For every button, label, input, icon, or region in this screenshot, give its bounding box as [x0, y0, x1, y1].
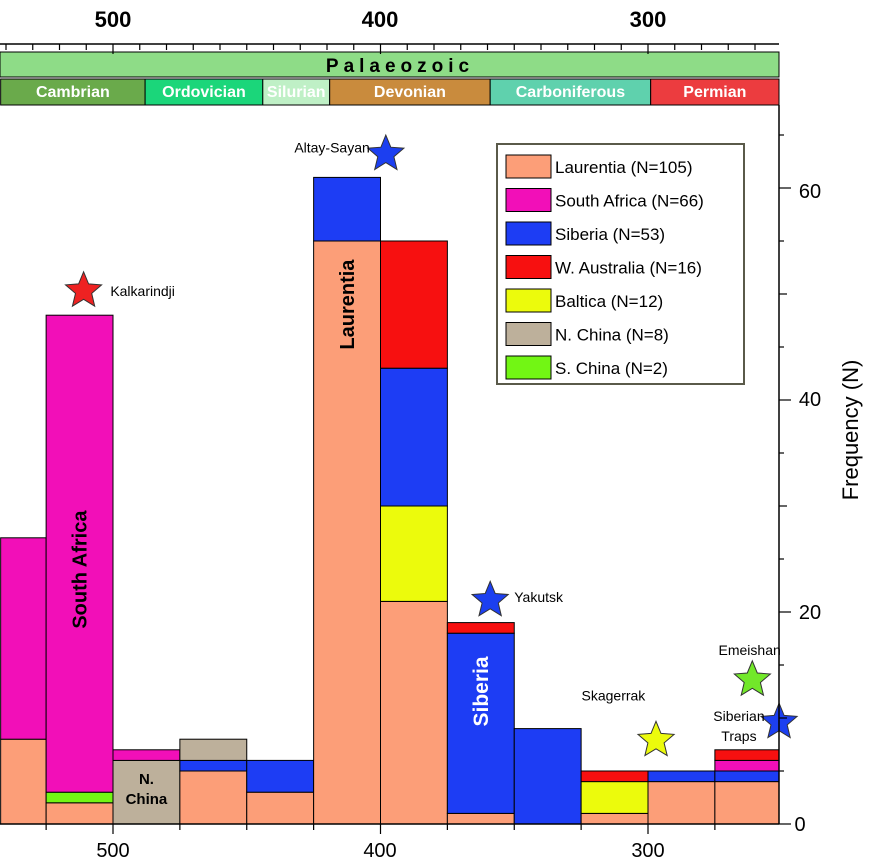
- bar-segment-bin3-laurentia: [179, 770, 248, 825]
- bar-label-n-china: N.China: [126, 771, 168, 808]
- legend-label-south-africa: South Africa (N=66): [555, 192, 704, 211]
- bar-segment-bin7-w-australia: [446, 622, 515, 634]
- bar-segment-bin0-laurentia: [0, 738, 47, 825]
- period-permian: [650, 78, 780, 106]
- bottom-tick-label-400: 400: [363, 840, 396, 862]
- bar-segment-bin5-siberia: [313, 176, 381, 242]
- period-label-silurian: Silurian: [267, 84, 326, 101]
- period-cambrian: [0, 78, 146, 106]
- star-icon-kalkarindji: [64, 270, 103, 308]
- annotation-label-traps: Traps: [721, 728, 756, 744]
- bottom-axis: 500 400 300: [45, 824, 716, 862]
- bar-segment-bin11-south-africa: [714, 759, 780, 772]
- bar-label-laurentia: Laurentia: [337, 259, 359, 350]
- top-tick-label-400: 400: [362, 7, 399, 32]
- bar-segment-bin6-w-australia: [380, 240, 448, 369]
- top-axis: 500 400 300: [0, 7, 779, 54]
- bar-segment-bin1-s-china: [45, 791, 114, 804]
- annotation-label-emeishan: Emeishan: [719, 642, 781, 658]
- bar-segment-bin4-siberia: [246, 759, 315, 793]
- era-band: Palaeozoic: [0, 51, 780, 78]
- bar-segment-bin2-south-africa: [112, 749, 181, 761]
- bottom-tick-label-300: 300: [631, 840, 664, 862]
- bar-segment-bin0-south-africa: [0, 537, 47, 740]
- annotation-label-skagerrak: Skagerrak: [582, 688, 647, 704]
- bar-label-siberia: Siberia: [470, 656, 493, 726]
- legend-label-baltica: Baltica (N=12): [555, 292, 663, 311]
- star-icon-altay-sayan: [366, 133, 406, 171]
- legend-swatch-laurentia: [505, 154, 552, 179]
- right-axis: 0 20 40 60 Frequency (N): [779, 134, 863, 836]
- bar-segment-bin5-laurentia: [313, 240, 381, 825]
- legend: Laurentia (N=105) South Africa (N=66) Sibe…: [496, 143, 745, 385]
- bar-segment-bin6-siberia: [380, 367, 448, 507]
- annotation-label-yakutsk: Yakutsk: [514, 589, 564, 605]
- period-carboniferous: [489, 78, 652, 106]
- period-band: Cambrian Ordovician Silurian Devonian Carbon…: [0, 78, 780, 106]
- legend-swatch-south-africa: [505, 188, 552, 212]
- bar-segment-bin3-siberia: [179, 759, 248, 772]
- period-ordovician: [144, 78, 264, 106]
- bar-segment-bin11-siberia: [714, 770, 780, 783]
- star-icon-emeishan: [733, 659, 772, 697]
- bar-segment-bin3-n-china: [179, 738, 248, 761]
- period-silurian: [262, 78, 331, 106]
- bars: [0, 176, 780, 825]
- legend-label-n-china: N. China (N=8): [555, 326, 669, 345]
- legend-swatch-siberia: [505, 221, 552, 246]
- period-label-cambrian: Cambrian: [36, 84, 110, 101]
- bar-segment-bin10-laurentia: [647, 781, 716, 825]
- bar-label-south-africa: South Africa: [70, 510, 92, 629]
- annotation-label-kalkarindji: Kalkarindji: [110, 283, 175, 299]
- period-label-ordovician: Ordovician: [162, 84, 246, 101]
- annotation-label-siberian: Siberian: [713, 708, 764, 724]
- legend-swatch-s-china: [505, 355, 552, 380]
- star-icon-skagerrak: [636, 719, 676, 757]
- legend-swatch-baltica: [505, 288, 552, 313]
- bar-segment-bin11-w-australia: [714, 749, 780, 761]
- bar-segment-bin6-laurentia: [380, 600, 448, 825]
- legend-swatch-w-australia: [505, 255, 552, 279]
- legend-swatch-n-china: [505, 322, 552, 346]
- legend-label-laurentia: Laurentia (N=105): [555, 158, 693, 177]
- legend-label-w-australia: W. Australia (N=16): [555, 259, 702, 278]
- period-label-permian: Permian: [683, 84, 746, 101]
- y-tick-label-0: 0: [794, 814, 805, 836]
- bar-segment-bin1-south-africa: [45, 314, 114, 793]
- bar-segment-bin9-baltica: [580, 781, 649, 814]
- legend-label-siberia: Siberia (N=53): [555, 225, 665, 244]
- bar-segment-bin4-laurentia: [246, 791, 315, 825]
- period-label-carboniferous: Carboniferous: [516, 84, 625, 101]
- bar-segment-bin10-siberia: [647, 770, 716, 783]
- period-label-devonian: Devonian: [374, 84, 446, 101]
- top-tick-label-300: 300: [630, 7, 667, 32]
- legend-label-s-china: S. China (N=2): [555, 359, 668, 378]
- period-devonian: [329, 78, 491, 106]
- bar-segment-bin9-w-australia: [580, 770, 649, 783]
- annotation-label-altay-sayan: Altay-Sayan: [294, 140, 369, 156]
- bar-segment-bin1-laurentia: [45, 802, 114, 825]
- bar-segment-bin7-siberia: [446, 632, 515, 814]
- y-tick-label-20: 20: [799, 602, 821, 624]
- bar-segment-bin7-laurentia: [446, 812, 515, 825]
- era-label: Palaeozoic: [326, 56, 474, 77]
- y-tick-label-60: 60: [799, 181, 821, 203]
- legend-items: Laurentia (N=105) South Africa (N=66) Sibe…: [505, 154, 704, 380]
- bar-segment-bin11-laurentia: [714, 781, 780, 825]
- bar-segment-bin8-siberia: [513, 728, 582, 825]
- y-axis-label: Frequency (N): [838, 360, 863, 501]
- bar-segment-bin9-laurentia: [580, 812, 649, 825]
- bar-segment-bin6-baltica: [380, 505, 448, 602]
- star-icon-yakutsk: [470, 579, 510, 617]
- top-tick-label-500: 500: [95, 7, 132, 32]
- y-tick-label-40: 40: [799, 389, 821, 411]
- bottom-tick-label-500: 500: [96, 840, 129, 862]
- era-band-background: [0, 51, 780, 78]
